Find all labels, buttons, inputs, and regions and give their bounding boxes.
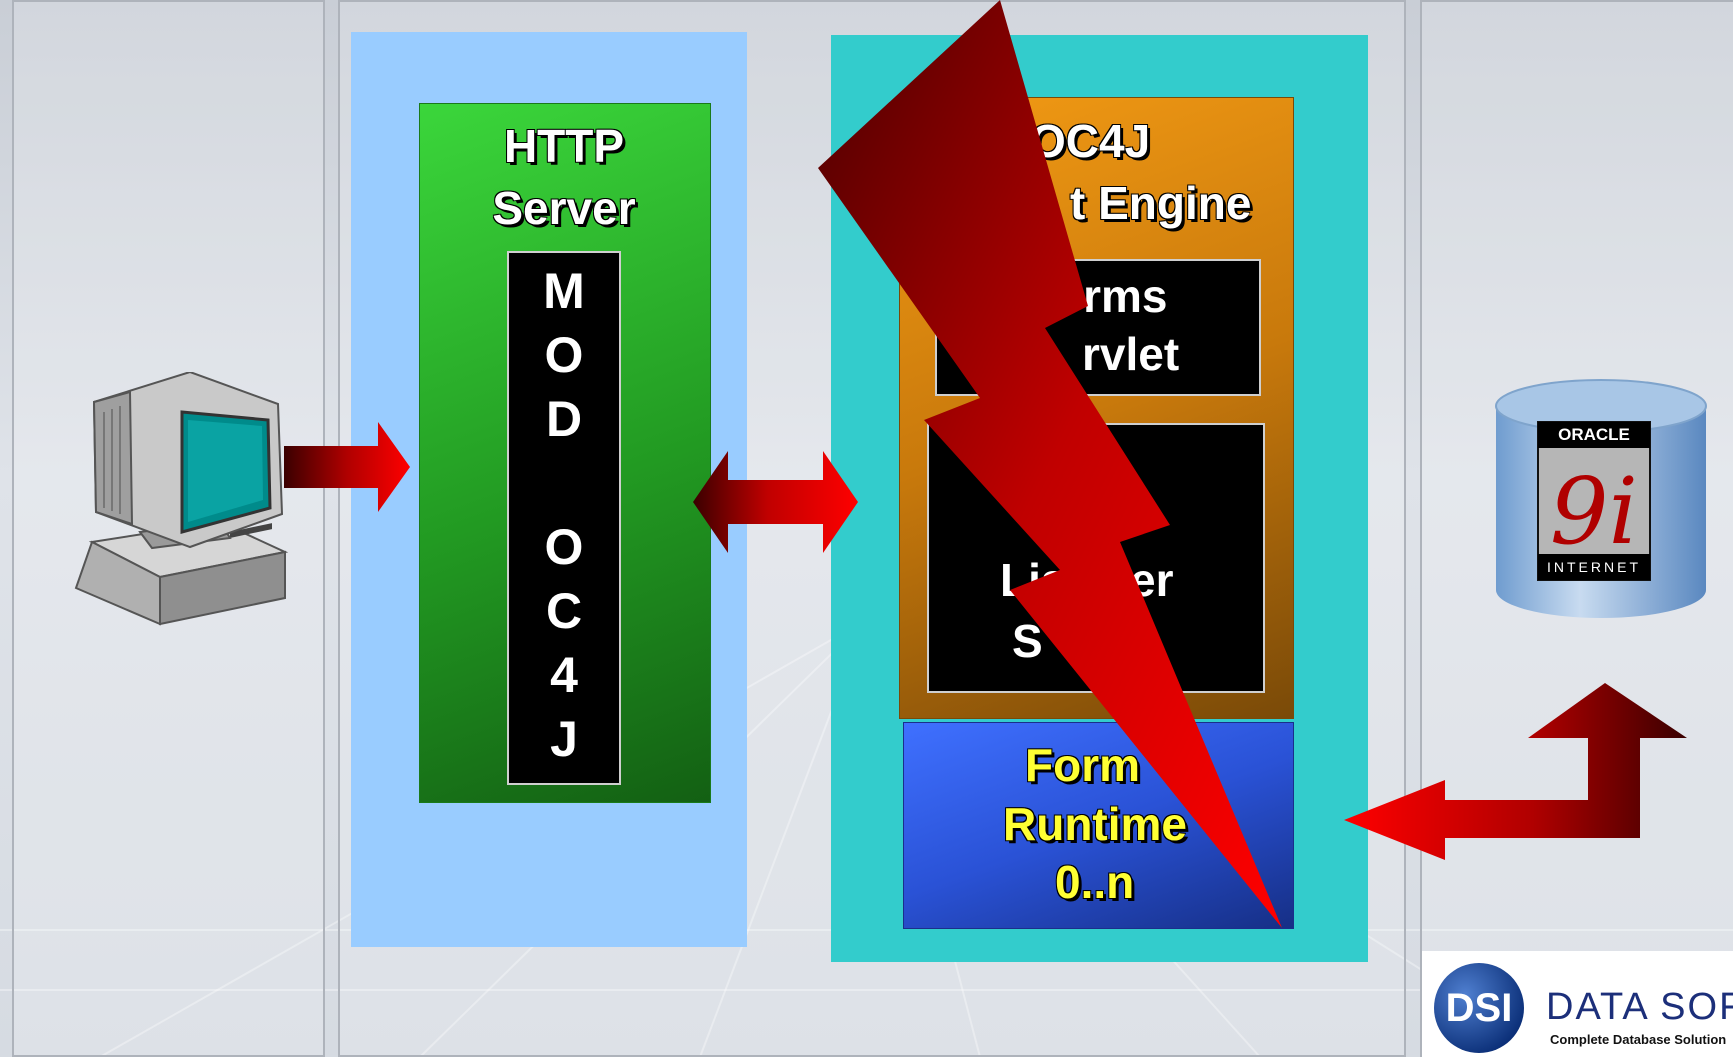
- mod-letter: M: [543, 263, 585, 319]
- forms-runtime-line3: 0..n: [1055, 856, 1135, 908]
- runtime-database-arrow: [1344, 683, 1687, 860]
- http-server-title: HTTP Server: [419, 115, 709, 239]
- http-server-title-line1: HTTP: [503, 120, 625, 172]
- mod-letter: 4: [550, 647, 578, 703]
- oc4j-title-line1: OC4J: [1030, 115, 1151, 167]
- mod-letter: J: [550, 711, 578, 767]
- oc4j-title-line2: t Engine: [1070, 177, 1252, 229]
- dsi-logo-name: DATA SOFTECH: [1546, 986, 1733, 1028]
- mod-oc4j-panel: M O D O C 4 J: [507, 251, 621, 785]
- mod-letter: D: [545, 391, 583, 447]
- oracle-edition-label: INTERNET: [1547, 559, 1641, 575]
- forms-servlet-line2: rvlet: [1082, 328, 1180, 380]
- oracle-version-label: 9i: [1550, 458, 1638, 565]
- dsi-logo-tagline: Complete Database Solution: [1550, 1032, 1727, 1047]
- forms-runtime-line1: Form: [1025, 739, 1140, 791]
- oracle-brand-label: ORACLE: [1558, 425, 1630, 444]
- mod-letter: O: [544, 519, 584, 575]
- client-to-http-arrow: [284, 422, 410, 512]
- http-oc4j-double-arrow: [693, 451, 858, 553]
- dsi-logo-initials: DSI: [1445, 986, 1513, 1030]
- lightning-bolt: [818, 0, 1282, 928]
- mod-letter: O: [544, 327, 584, 383]
- http-server-title-line2: Server: [492, 182, 636, 234]
- computer-icon: [74, 372, 289, 626]
- dsi-logo-emblem: [1434, 963, 1524, 1053]
- forms-runtime-line2: Runtime: [1003, 798, 1187, 850]
- oracle-database-icon: [1495, 379, 1707, 618]
- mod-letter: C: [545, 583, 583, 639]
